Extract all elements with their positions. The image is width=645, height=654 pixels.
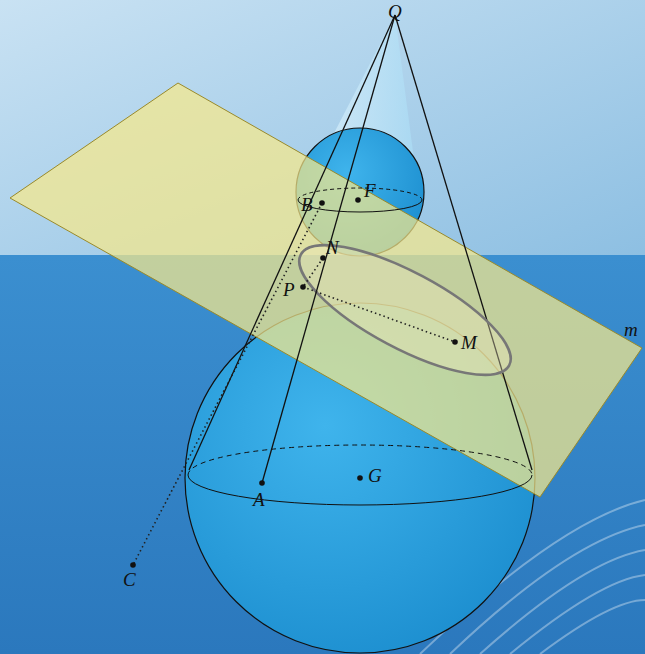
point-label: B: [301, 195, 313, 214]
point-label: m: [624, 320, 638, 339]
point-label: F: [364, 181, 376, 200]
point-label: C: [123, 570, 136, 589]
point-label: M: [461, 333, 477, 352]
point-label: A: [253, 490, 265, 509]
point-label: Q: [388, 2, 402, 21]
point-label: N: [326, 238, 339, 257]
generator-line: [262, 15, 395, 483]
plane: [10, 83, 642, 497]
point-label: G: [368, 466, 382, 485]
point-label: P: [283, 280, 295, 299]
ellipse-section: [283, 221, 527, 399]
